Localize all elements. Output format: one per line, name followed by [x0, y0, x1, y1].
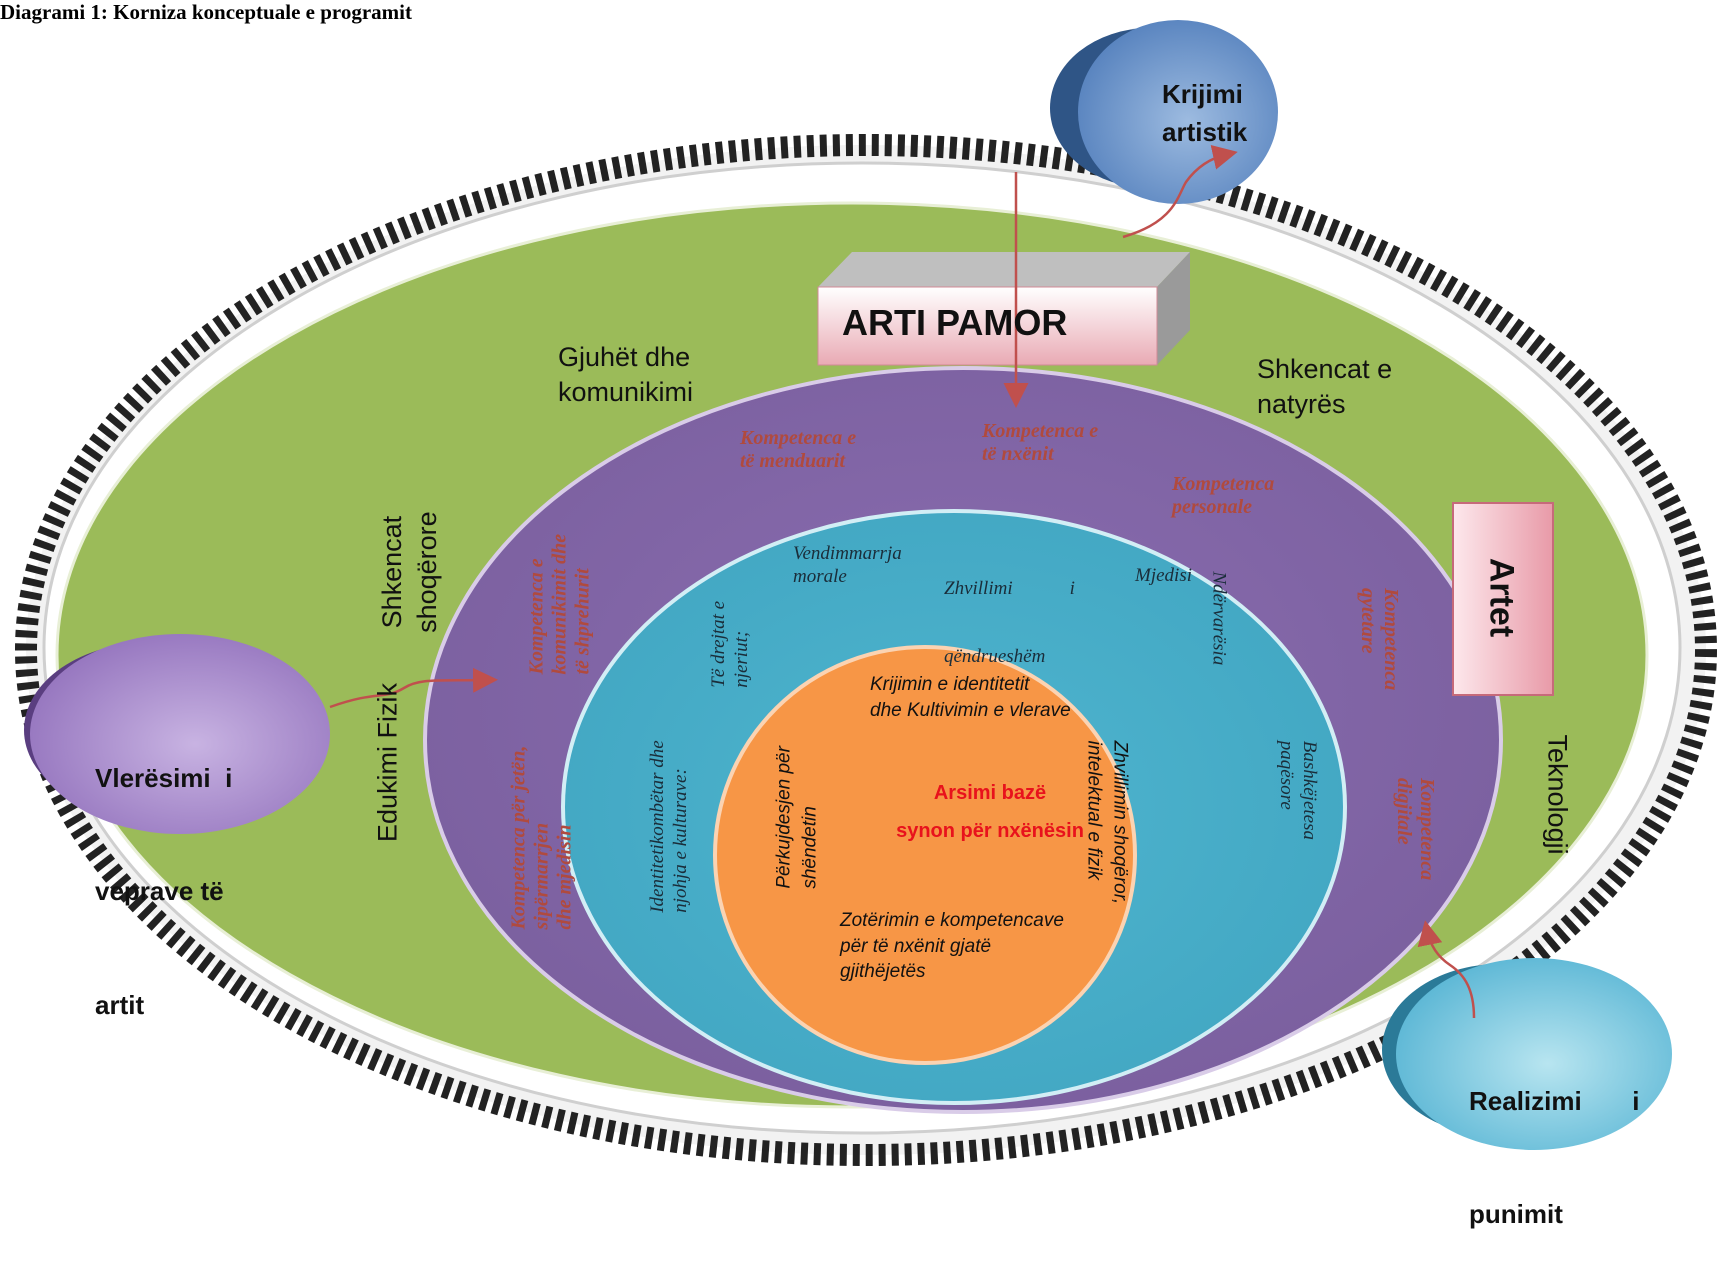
value-identiteti-line2: njohja e kulturave:: [670, 768, 691, 913]
competence-qytetare-line2: qytetare: [1357, 588, 1379, 654]
competence-jeten: Kompetenca për jetën, sipërmarrjen dhe m…: [508, 700, 577, 930]
core-krijimin-line2: dhe Kultivimin e vlerave: [870, 699, 1071, 721]
competence-menduarit-line1: Kompetenca e: [740, 427, 857, 449]
competence-komunikimit-line1: Kompetenca e: [525, 558, 548, 675]
value-vendimmarrja-line2: morale: [793, 565, 847, 587]
value-te-drejtat-line1: Të drejtat e: [708, 600, 730, 688]
core-zoterimin: Zotërimin e kompetencave për të nxënit g…: [840, 908, 1064, 985]
value-bashkejetesa-line2: paqësore: [1276, 740, 1297, 810]
value-identiteti: Identitetikombëtar dhe njohja e kulturav…: [647, 693, 693, 913]
area-shoqerore-line1: Shkencat: [376, 515, 407, 629]
core-zoterimin-line3: gjithëjetës: [840, 961, 926, 983]
area-gjuhet-line1: Gjuhët dhe: [558, 342, 691, 372]
area-teknologji: Teknologji: [1542, 734, 1573, 855]
bubble-realizimi-line2: punimit: [1469, 1199, 1563, 1230]
value-nderversia: Ndërvarësia: [1208, 571, 1230, 666]
bubble-vleresimi-line1: Vlerësimi i: [95, 763, 233, 794]
area-shkencat-natyres: Shkencat e natyrës: [1257, 352, 1392, 422]
core-center-line1: Arsimi bazë: [933, 782, 1047, 804]
area-gjuhet-line2: komunikimi: [558, 377, 694, 408]
area-natyres-line2: natyrës: [1257, 389, 1346, 420]
competence-nxenit-line1: Kompetenca e: [982, 420, 1099, 442]
bubble-vleresimi-label: Vlerësimi i veprave të artit: [95, 685, 232, 1062]
competence-menduarit-line2: të menduarit: [740, 450, 846, 472]
area-natyres-line1: Shkencat e: [1257, 354, 1393, 384]
artet-label: Artet: [1482, 557, 1521, 638]
competence-menduarit: Kompetenca e të menduarit: [740, 427, 856, 473]
value-zhvillimi-line1: Zhvillimi i: [944, 577, 1075, 599]
core-zhvillimin-line1: Zhvillimin shoqëror,: [1109, 740, 1131, 905]
bubble-vleresimi-line2: veprave të: [95, 876, 224, 907]
value-te-drejtat-line2: njeriut;: [731, 630, 752, 688]
value-vendimmarrja-line1: Vendimmarrja: [793, 543, 902, 564]
competence-nxenit-line2: të nxënit: [982, 443, 1054, 465]
area-gjuhet: Gjuhët dhe komunikimi: [558, 340, 693, 410]
value-bashkejetesa: Bashkëjetesa paqësore: [1274, 741, 1320, 871]
area-shoqerore-line2: shoqërore: [412, 511, 442, 633]
value-te-drejtat: Të drejtat e njeriut;: [708, 578, 754, 688]
area-shkencat-shoqerore: Shkencat shoqërore: [375, 502, 445, 642]
arrow-from-vleresimi: [329, 667, 498, 709]
bubble-realizimi-label: Realizimi i punimit: [1469, 1008, 1640, 1272]
core-krijimin: Krijimin e identitetit dhe Kultivimin e …: [870, 672, 1071, 723]
value-zhvillimi-line2: qëndrueshëm: [944, 645, 1046, 667]
value-vendimmarrja: Vendimmarrja morale: [793, 543, 902, 589]
competence-qytetare-line1: Kompetenca: [1380, 588, 1402, 691]
competence-nxenit: Kompetenca e të nxënit: [982, 420, 1098, 466]
value-bashkejetesa-line1: Bashkëjetesa: [1298, 740, 1320, 840]
core-krijimin-line1: Krijimin e identitetit: [870, 674, 1030, 695]
competence-jeten-line2: sipërmarrjen: [530, 822, 553, 930]
competence-komunikimit-line2: komunikimit dhe: [548, 533, 571, 675]
orange-ellipse: [713, 645, 1137, 1065]
competence-personale-line1: Kompetenca: [1172, 473, 1275, 495]
value-identiteti-line1: Identitetikombëtar dhe: [647, 740, 669, 913]
arrow-from-realizimi: [1417, 920, 1476, 1019]
value-mjedisi: Mjedisi: [1135, 565, 1192, 586]
core-center-line2: synon për nxënësin: [896, 820, 1084, 842]
concept-diagram: [15, 20, 1717, 1166]
artet-box: [1452, 502, 1554, 696]
diagram-title: Diagrami 1: Korniza konceptuale e progra…: [0, 0, 412, 24]
core-center: Arsimi bazë synon për nxënësin: [880, 774, 1100, 850]
bubble-realizimi-line1: Realizimi i: [1469, 1086, 1640, 1117]
arrow-to-krijimi: [1122, 145, 1238, 239]
competence-jeten-line3: dhe mjedisin: [553, 824, 576, 930]
competence-jeten-line1: Kompetenca për jetën,: [507, 745, 530, 930]
realizimi-bubble: [1382, 958, 1672, 1150]
competence-digjitale-line2: digjitale: [1393, 778, 1415, 845]
value-zhvillimi: Zhvillimi i qëndrueshëm: [944, 532, 1075, 692]
bubble-krijimi-line1: Krijimi: [1162, 79, 1243, 109]
core-perkujdesjen-line1: Përkujdesjen për: [773, 746, 795, 889]
competence-qytetare: Kompetenca qytetare: [1356, 588, 1402, 718]
bubble-krijimi-line2: artistik: [1162, 116, 1248, 147]
vleresimi-bubble: [24, 634, 330, 834]
core-zoterimin-line2: për të nxënit gjatë: [840, 935, 992, 957]
competence-personale-line2: personale: [1172, 496, 1252, 518]
bubble-krijimi-label: Krijimi artistik: [1162, 76, 1247, 151]
arti-pamor-box: [817, 252, 1190, 366]
bubble-vleresimi-line3: artit: [95, 989, 145, 1020]
arti-pamor-label: ARTI PAMOR: [842, 302, 1068, 343]
competence-personale: Kompetenca personale: [1172, 473, 1274, 519]
competence-komunikimit-line3: të shprehurit: [571, 568, 594, 675]
competence-digjitale: Kompetenca digjitale: [1392, 778, 1438, 908]
competence-komunikimit: Kompetenca e komunikimit dhe të shprehur…: [526, 515, 595, 675]
core-perkujdesjen-line2: shëndetin: [799, 806, 820, 889]
core-perkujdesjen: Përkujdesjen për shëndetin: [771, 719, 822, 889]
core-zoterimin-line1: Zotërimin e kompetencave: [840, 910, 1064, 931]
area-edukimi-fizik: Edukimi Fizik: [372, 683, 403, 843]
competence-digjitale-line1: Kompetenca: [1416, 778, 1438, 881]
